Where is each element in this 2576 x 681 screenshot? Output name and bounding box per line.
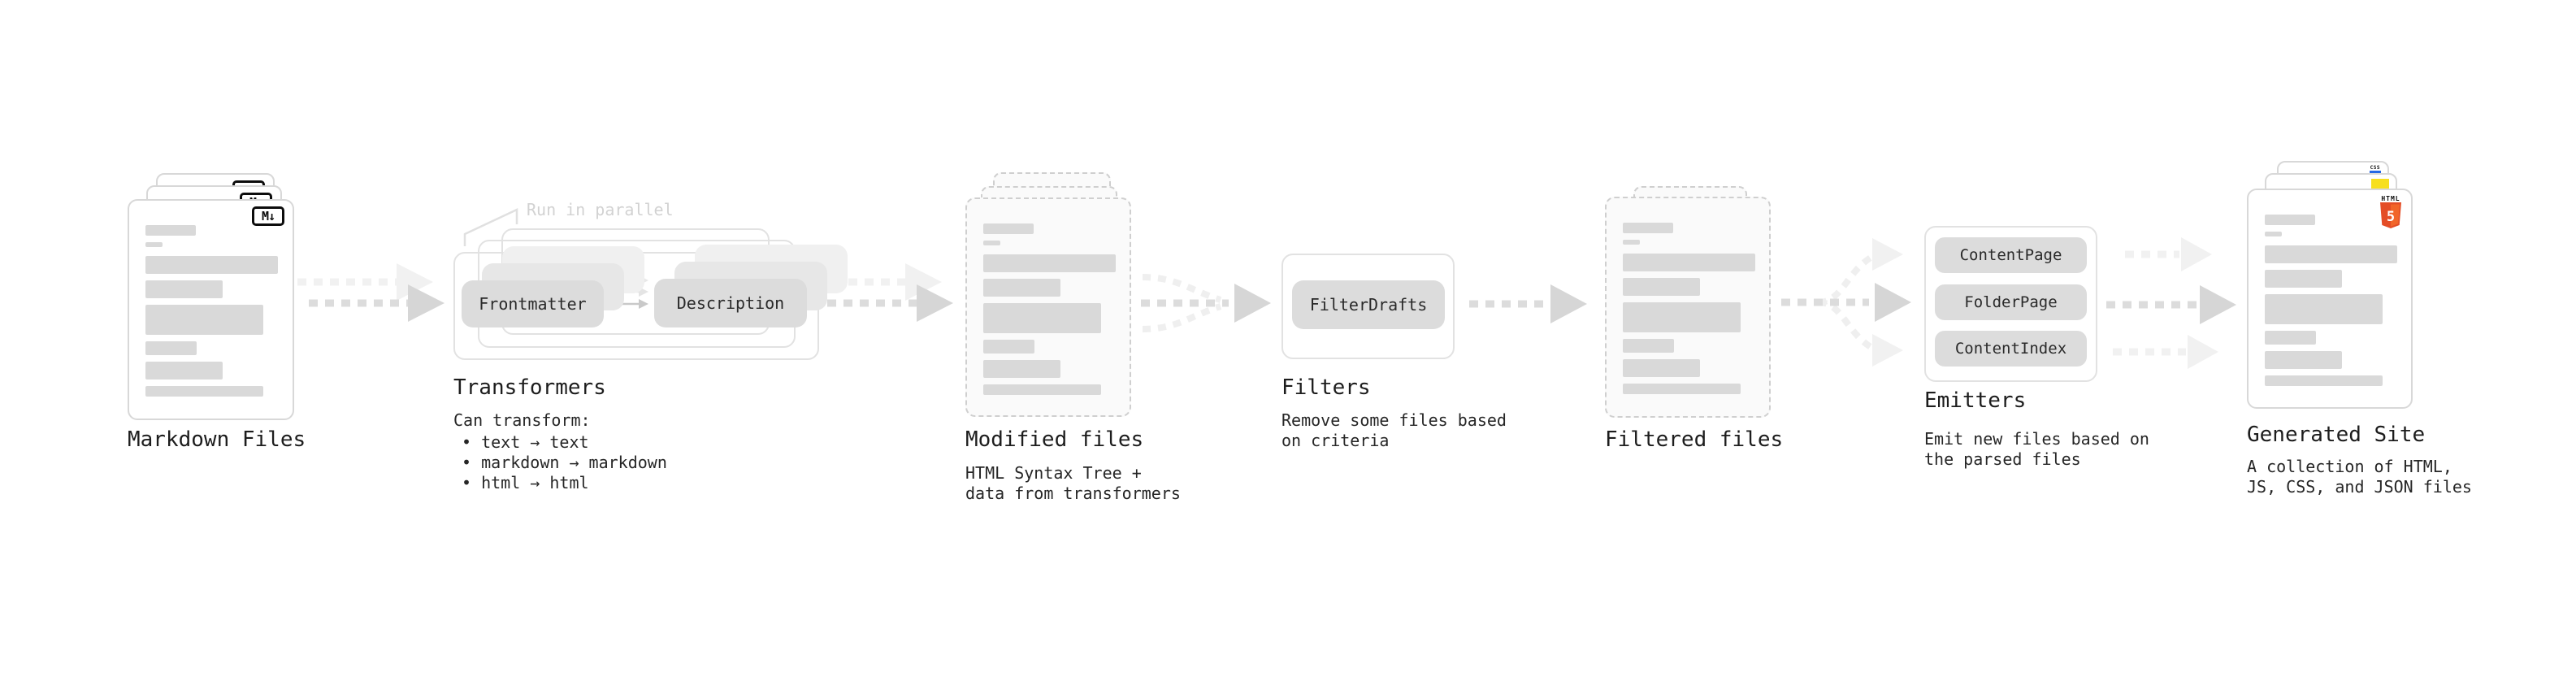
js-icon: [2371, 179, 2389, 189]
filtered-file-card: [1605, 197, 1771, 418]
emitter-pill-folderpage: FolderPage: [1935, 284, 2087, 320]
markdown-file-card: M↓: [128, 199, 294, 420]
text-placeholder-bar: [983, 303, 1101, 333]
arrow-merge-modified-to-filters: [1141, 274, 1271, 332]
text-placeholder-bar: [1623, 254, 1755, 271]
arrow-filters-to-filtered: [1469, 284, 1587, 323]
emitters-description-line2: the parsed files: [1924, 449, 2081, 469]
text-placeholder-bar: [2265, 215, 2315, 225]
stage-label-modified-files: Modified files: [965, 427, 1144, 452]
text-placeholder-bar: [2265, 351, 2342, 369]
css-icon: CSS: [2369, 166, 2381, 173]
text-placeholder-bar: [145, 242, 163, 247]
transformer-pill-frontmatter: Frontmatter: [462, 280, 604, 327]
text-placeholder-bar: [2265, 245, 2397, 263]
transform-bullet: • html → html: [462, 473, 589, 492]
emitters-description-line1: Emit new files based on: [1924, 429, 2149, 449]
text-placeholder-bar: [1623, 339, 1674, 353]
modified-file-card: [965, 197, 1131, 417]
generated-description-line1: A collection of HTML,: [2247, 457, 2452, 476]
text-placeholder-bar: [983, 223, 1034, 234]
text-placeholder-bar: [2265, 232, 2282, 236]
text-placeholder-bar: [1623, 359, 1700, 377]
filters-frame: [1281, 254, 1455, 359]
stage-label-markdown-files: Markdown Files: [128, 427, 306, 452]
text-placeholder-bar: [1623, 278, 1700, 296]
text-placeholder-bar: [1623, 384, 1741, 394]
html5-icon: HTML 5: [2379, 195, 2403, 232]
arrow-markdown-to-transformers: [297, 263, 445, 322]
transformer-pill-description: Description: [654, 279, 807, 327]
text-placeholder-bar: [145, 341, 197, 355]
arrow-fanout-filtered-to-emitters: [1781, 238, 1911, 367]
markdown-icon: M↓: [252, 206, 284, 226]
emitter-pill-contentindex: ContentIndex: [1935, 331, 2087, 367]
text-placeholder-bar: [145, 386, 263, 397]
emitters-frame: [1924, 226, 2097, 382]
stage-label-generated-site: Generated Site: [2247, 423, 2426, 447]
text-placeholder-bar: [983, 384, 1101, 395]
text-placeholder-bar: [2265, 294, 2383, 324]
stage-label-transformers: Transformers: [453, 375, 606, 400]
text-placeholder-bar: [2265, 331, 2316, 345]
run-in-parallel-note: Run in parallel: [527, 200, 674, 219]
text-placeholder-bar: [145, 256, 278, 274]
modified-description-line1: HTML Syntax Tree +: [965, 463, 1142, 483]
transformers-description: Can transform:: [453, 410, 591, 430]
filter-pill-filterdrafts: FilterDrafts: [1292, 280, 1445, 329]
stage-label-filters: Filters: [1281, 375, 1371, 400]
text-placeholder-bar: [2265, 375, 2383, 386]
filters-description-line2: on criteria: [1281, 431, 1390, 450]
stage-label-emitters: Emitters: [1924, 388, 2027, 413]
transform-bullet: • text → text: [462, 432, 589, 452]
generated-html-card: HTML 5: [2247, 189, 2413, 409]
text-placeholder-bar: [983, 241, 1000, 245]
html5-icon-word: HTML: [2381, 195, 2400, 202]
transform-bullet: • markdown → markdown: [462, 453, 667, 472]
generated-description-line2: JS, CSS, and JSON files: [2247, 477, 2472, 497]
text-placeholder-bar: [145, 305, 263, 335]
text-placeholder-bar: [1623, 302, 1741, 332]
stage-label-filtered-files: Filtered files: [1605, 427, 1784, 452]
text-placeholder-bar: [983, 360, 1060, 378]
filters-description-line1: Remove some files based: [1281, 410, 1507, 430]
text-placeholder-bar: [145, 362, 223, 380]
text-placeholder-bar: [145, 225, 196, 236]
emitter-pill-contentpage: ContentPage: [1935, 237, 2087, 273]
text-placeholder-bar: [2265, 270, 2342, 288]
text-placeholder-bar: [983, 340, 1034, 354]
text-placeholder-bar: [983, 279, 1060, 297]
text-placeholder-bar: [1623, 223, 1673, 233]
html5-shield: 5: [2380, 202, 2401, 228]
arrows-emitters-to-generated: [2106, 237, 2236, 369]
text-placeholder-bar: [145, 280, 223, 298]
text-placeholder-bar: [983, 254, 1116, 272]
html5-icon-number: 5: [2387, 209, 2395, 225]
modified-description-line2: data from transformers: [965, 484, 1181, 503]
text-placeholder-bar: [1623, 240, 1640, 245]
